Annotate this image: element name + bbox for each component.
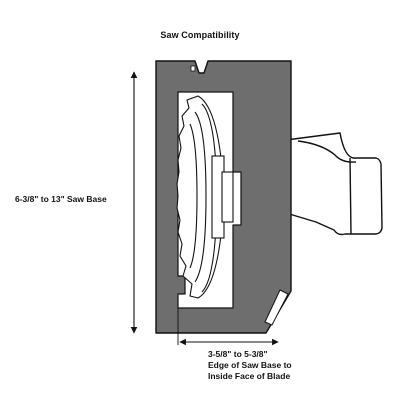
arbor-hub: [221, 171, 234, 223]
saw-motor-housing: [285, 132, 383, 236]
edge-range-line-3: Inside Face of Blade: [208, 371, 291, 381]
saw-base-range-label: 6-3/8" to 13" Saw Base: [15, 194, 107, 204]
guide-notch-pin: [190, 65, 196, 72]
diagram-title: Saw Compatibility: [160, 30, 240, 40]
edge-range-line-2: Edge of Saw Base to: [208, 360, 292, 370]
edge-range-line-1: 3-5/8" to 5-3/8": [208, 349, 268, 359]
edge-to-blade-label: 3-5/8" to 5-3/8" Edge of Saw Base to Ins…: [208, 349, 292, 382]
saw-blade: [176, 95, 225, 299]
corner-bevel: [264, 289, 289, 326]
